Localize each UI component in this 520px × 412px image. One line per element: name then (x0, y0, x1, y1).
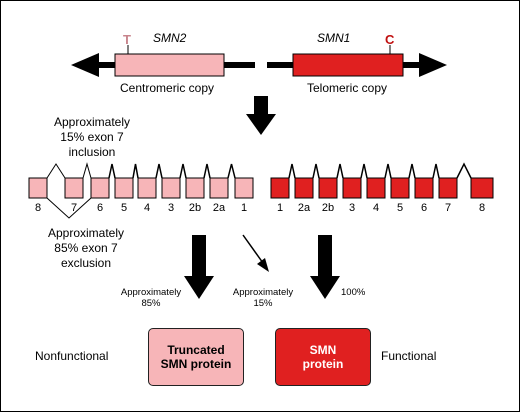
smn2-exon-label: 6 (96, 202, 104, 214)
functional-label: Functional (381, 349, 437, 363)
smn2-exon-label: 2a (212, 202, 226, 214)
smn2-exon-label: 7 (70, 202, 78, 214)
smn1-exon-label: 4 (372, 202, 380, 214)
smn2-exon-2b (185, 177, 205, 199)
smn2-direction-arrowhead (71, 53, 99, 77)
smn1-exon-5 (390, 177, 410, 199)
smn2-nucleotide: T (123, 32, 131, 47)
smn2-full-arrowhead (257, 258, 269, 272)
smn1-full-arrow (310, 235, 340, 299)
exon7-exclusion-note: Approximately 85% exon 7 exclusion (47, 226, 125, 270)
smn1-exon-2b (318, 177, 338, 199)
smn2-gene-box (114, 53, 225, 77)
smn2-exon-label: 2b (188, 202, 202, 214)
smn2-copy-label: Centromeric copy (120, 81, 215, 95)
exon7-inclusion-note: Approximately 15% exon 7 inclusion (53, 115, 131, 159)
smn1-gene-box (292, 53, 404, 77)
smn1-exon-3 (342, 177, 362, 199)
smn1-nucleotide: C (385, 32, 395, 47)
smn1-exon-label: 2b (321, 202, 335, 214)
smn2-exon-row (28, 162, 254, 219)
smn1-exon-label: 3 (348, 202, 356, 214)
smn2-truncated-percentage: Approximately 85% (120, 287, 182, 309)
smn2-exon-label: 5 (120, 202, 128, 214)
smn1-exon-1 (270, 177, 290, 199)
smn1-exon-4 (366, 177, 386, 199)
smn1-exon-label: 7 (444, 202, 452, 214)
smn1-exon-7 (438, 177, 458, 199)
smn2-truncated-arrow (184, 235, 214, 299)
smn1-exon-8 (470, 177, 494, 199)
smn1-exon-row (270, 162, 494, 199)
smn-protein-box: SMN protein (275, 328, 371, 386)
smn2-exon-5 (114, 177, 134, 199)
smn1-full-percentage: 100% (341, 287, 366, 298)
truncated-smn-protein-box: Truncated SMN protein (148, 328, 244, 386)
smn-protein-label: SMN protein (302, 343, 344, 371)
smn1-exon-label: 2a (297, 202, 311, 214)
smn1-exon-label: 6 (420, 202, 428, 214)
smn2-full-arrow-shaft (242, 234, 264, 264)
smn2-exon-7 (64, 177, 84, 199)
smn1-exon-6 (414, 177, 434, 199)
truncated-smn-protein-label: Truncated SMN protein (160, 343, 232, 371)
smn2-gene-name: SMN2 (153, 31, 187, 45)
smn2-exon-label: 1 (240, 202, 248, 214)
smn2-exon-label: 3 (167, 202, 175, 214)
smn2-exon-label: 4 (143, 202, 151, 214)
smn2-splice-inclusion-b (82, 162, 92, 179)
transcription-arrow (246, 96, 276, 135)
smn2-exon-1 (234, 177, 254, 199)
smn2-exon-2a (209, 177, 229, 199)
smn1-exon-label: 8 (478, 202, 486, 214)
smn1-exon-2a (294, 177, 314, 199)
smn2-exon-6 (90, 177, 110, 199)
smn1-direction-arrowhead (419, 53, 447, 77)
smn2-exon-label: 8 (34, 202, 42, 214)
smn1-exon-label: 1 (276, 202, 284, 214)
smn2-splice-inclusion-a (46, 163, 66, 179)
nonfunctional-label: Nonfunctional (35, 349, 109, 363)
smn2-full-percentage: Approximately 15% (232, 287, 294, 309)
smn2-exon-8 (28, 177, 48, 199)
smn1-exon-label: 5 (396, 202, 404, 214)
smn2-exon-3 (161, 177, 181, 199)
smn2-exon-4 (137, 177, 157, 199)
smn1-gene-name: SMN1 (317, 31, 351, 45)
smn1-copy-label: Telomeric copy (307, 81, 388, 95)
smn2-splice-exclusion (46, 197, 92, 219)
